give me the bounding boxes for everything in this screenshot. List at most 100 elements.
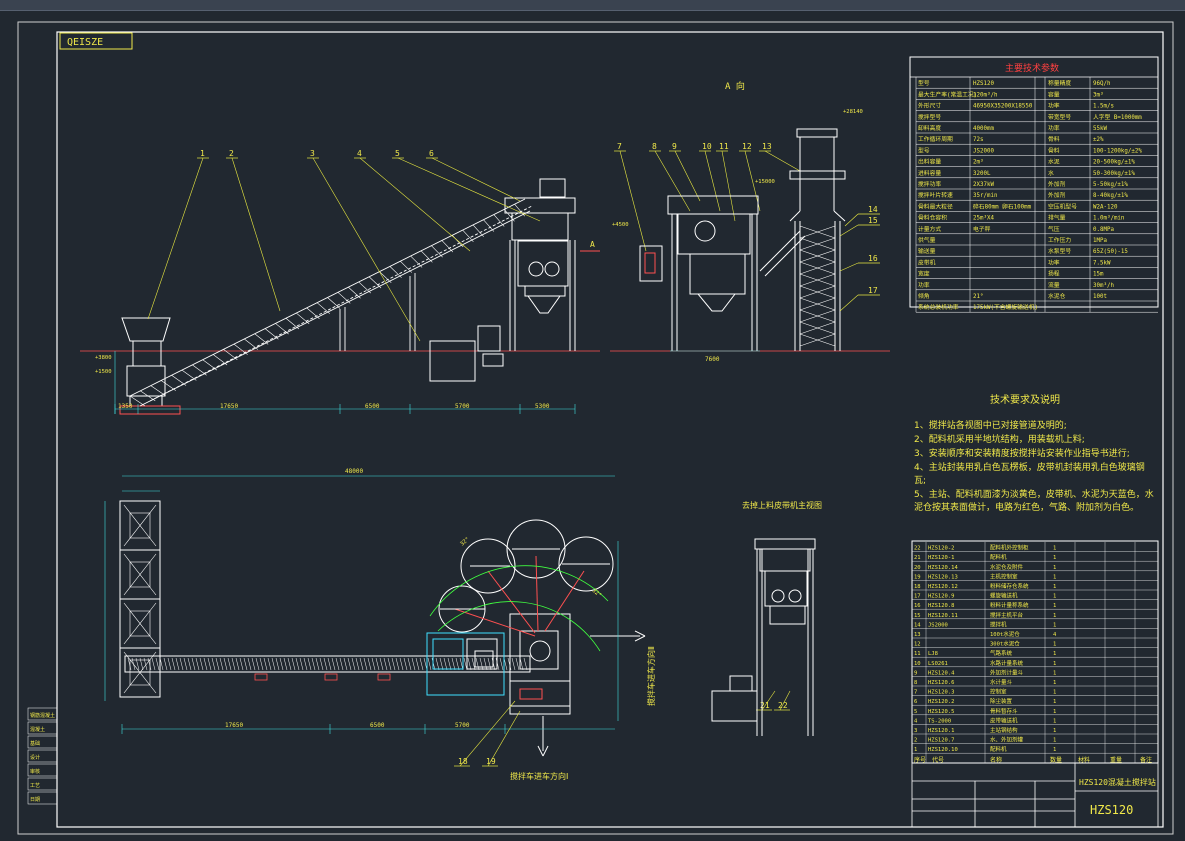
- param-value: 175kW(不含螺旋输送机): [973, 303, 1038, 311]
- param-value: 电子秤: [973, 225, 991, 233]
- param-value: JS2000: [973, 148, 994, 154]
- part-index: 5: [914, 709, 917, 715]
- plan-dim-2: 6500: [370, 722, 385, 729]
- part-name: 水泥仓及附件: [990, 563, 1024, 571]
- cement-silo-elev: [759, 128, 846, 351]
- callout-15: 15: [868, 216, 878, 225]
- truck-direction-1: 搅拌车进车方向Ⅰ: [510, 771, 568, 781]
- silos-plan: [438, 519, 614, 637]
- truck-direction-2: 搅拌车进车方向Ⅱ: [646, 646, 656, 706]
- part-index: 7: [914, 690, 917, 696]
- side-label: 审核: [30, 768, 40, 775]
- part-code: HZS120-1: [928, 555, 955, 561]
- param-name: 系统总装机功率: [918, 303, 959, 311]
- part-qty: 1: [1053, 690, 1056, 696]
- part-code: HZS120.7: [928, 738, 955, 744]
- part-name: 粉料储存仓系统: [990, 582, 1029, 590]
- feeder-view-title: 去掉上料皮带机主视图: [742, 500, 822, 510]
- callout-2: 2: [229, 149, 234, 158]
- callout-10: 10: [702, 142, 712, 151]
- callout-3: 3: [310, 149, 315, 158]
- parts-header-6: 备注: [1140, 756, 1152, 764]
- callout-leader-8: [654, 150, 691, 212]
- param-name: 流量: [1048, 281, 1060, 289]
- param-name: 功率: [918, 281, 930, 289]
- part-code: HZS120.6: [928, 680, 955, 686]
- part-index: 4: [914, 718, 918, 724]
- part-index: 1: [914, 747, 917, 753]
- main-mixing-tower: [504, 178, 576, 351]
- part-qty: 1: [1053, 738, 1056, 744]
- part-name: 100t水泥仓: [990, 630, 1020, 638]
- part-name: 水计量斗: [990, 678, 1013, 686]
- tech-notes-list: 1、搅拌站各视图中已对接管道及明的;2、配料机采用半地坑结构，用装载机上料;3、…: [914, 420, 1154, 516]
- param-value: 4000mm: [973, 126, 994, 132]
- part-qty: 1: [1053, 594, 1056, 600]
- callout-leader-4: [359, 157, 471, 252]
- param-value: 2X37kW: [973, 182, 994, 188]
- param-value: 1MPa: [1093, 238, 1107, 244]
- param-value: 0.8MPa: [1093, 227, 1114, 233]
- param-name: 供气量: [918, 236, 936, 244]
- param-name: 带宽型号: [1048, 113, 1071, 121]
- section-marker-a: A: [590, 240, 595, 249]
- param-name: 扬程: [1048, 270, 1060, 278]
- param-value: 46950X35200X18550: [973, 104, 1033, 110]
- param-value: W2A-120: [1093, 204, 1118, 210]
- param-value: 25m³X4: [973, 215, 994, 222]
- part-index: 13: [914, 632, 921, 638]
- param-name: 骨料最大粒径: [918, 202, 953, 210]
- height-mark-2: +1500: [95, 369, 112, 375]
- part-code: HZS120.5: [928, 709, 955, 715]
- parts-header-5: 重量: [1110, 756, 1122, 764]
- param-name: 水泵型号: [1048, 247, 1071, 255]
- part-code: HZS120.12: [928, 584, 958, 590]
- param-name: 卸料高度: [918, 124, 941, 132]
- param-name: 皮带机: [918, 258, 936, 266]
- tech-note-item: 2、配料机采用半地坑结构，用装载机上料;: [914, 435, 1085, 445]
- aggregate-batcher: [119, 317, 181, 415]
- part-index: 16: [914, 603, 921, 609]
- callout-11: 11: [719, 142, 729, 151]
- callout-leader-1: [147, 157, 204, 320]
- tech-note-item: 4、主站封装用乳白色瓦楞板，皮带机封装用乳白色玻璃钢瓦;: [914, 463, 1145, 486]
- callout-leader-7: [619, 150, 647, 252]
- front-elevation-view: A 向: [80, 80, 890, 415]
- silo-top-height: +28140: [843, 109, 863, 115]
- part-index: 2: [914, 738, 917, 744]
- end-view-height-2: +4500: [612, 222, 629, 228]
- callout-18: 18: [458, 757, 468, 766]
- bin-cross-marks: [123, 504, 157, 694]
- elev-dim-4: 5700: [455, 403, 470, 410]
- part-qty: 1: [1053, 565, 1056, 571]
- belt-conveyor-plan: [124, 655, 531, 673]
- part-name: 主机控制室: [990, 572, 1018, 580]
- param-name: 搅拌叶片转速: [918, 191, 953, 199]
- callout-21: 21: [760, 701, 770, 710]
- param-value: 35r/min: [973, 193, 997, 199]
- part-index: 22: [914, 546, 921, 552]
- part-qty: 1: [1053, 613, 1056, 619]
- drawing-code-box: [59, 32, 133, 50]
- param-name: 骨料: [1048, 135, 1060, 143]
- param-value: 8-40kg/±1%: [1093, 193, 1128, 199]
- callout-leader-13: [764, 150, 801, 172]
- param-value: 1.5m/s: [1093, 104, 1114, 110]
- side-label: 混凝土: [30, 726, 45, 733]
- tech-notes-title: 技术要求及说明: [990, 393, 1060, 406]
- param-value: 3m³: [1093, 91, 1103, 98]
- part-code: HZS120.11: [928, 613, 958, 619]
- param-value: 1.0m³/min: [1093, 215, 1124, 222]
- param-name: 功率: [1048, 102, 1060, 110]
- part-index: 8: [914, 680, 917, 686]
- plan-total-length: 48000: [345, 468, 363, 475]
- part-qty: 1: [1053, 718, 1056, 724]
- inclined-belt-conveyor: [129, 198, 533, 407]
- param-name: 气压: [1048, 225, 1060, 233]
- callout-5: 5: [395, 149, 400, 158]
